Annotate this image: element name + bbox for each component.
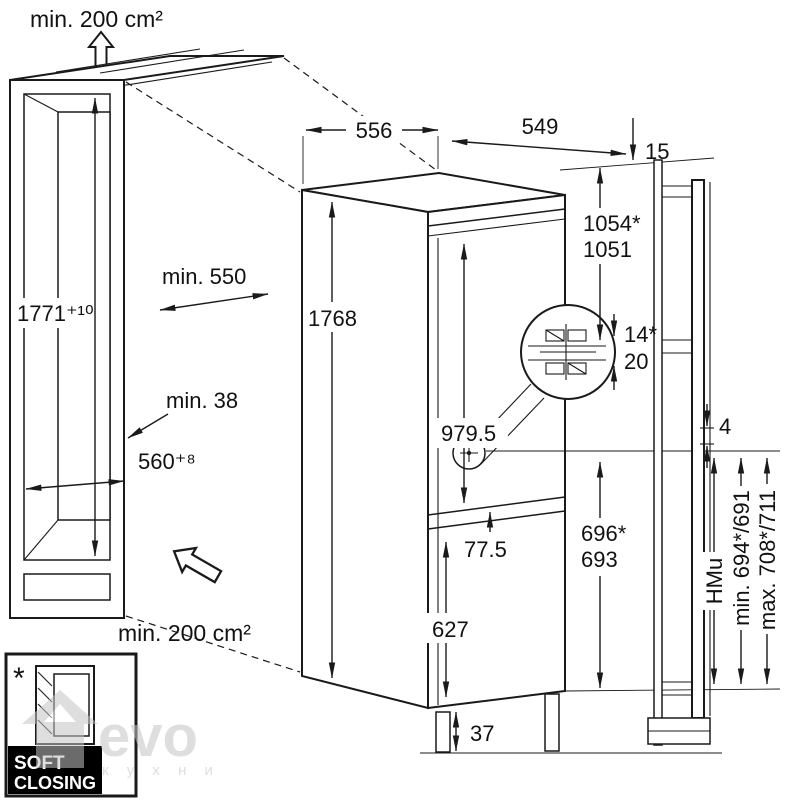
watermark: evo к у х н и: [22, 690, 220, 779]
door-gap-label: 77.5: [464, 537, 507, 562]
legend-asterisk: *: [13, 662, 25, 695]
front-gap-label: min. 38: [166, 388, 238, 413]
panel-min-label: min. 694*/691: [729, 490, 754, 626]
niche-width-label: 560⁺⁸: [138, 449, 196, 474]
base-height-label: 37: [470, 721, 494, 746]
soft-closing-label-line2: CLOSING: [14, 773, 96, 793]
hinge-offset-b-label: 20: [624, 349, 648, 374]
hinge-top-a-label: 1054*: [583, 211, 641, 236]
hinge-offset-a-label: 14*: [624, 322, 657, 347]
hinge-bottom-b-label: 693: [581, 547, 618, 572]
hinge-bottom-a-label: 696*: [581, 521, 627, 546]
niche-height-label: 1771⁺¹⁰: [17, 301, 94, 326]
hinge-top-b-label: 1051: [583, 237, 632, 262]
niche-depth-label: min. 550: [162, 264, 246, 289]
panel-max-label: max. 708*/711: [755, 490, 780, 630]
watermark-brand: evo: [98, 704, 198, 769]
watermark-house-icon: [22, 690, 98, 768]
depth-top-label: 556: [356, 118, 393, 143]
upper-door-label: 979.5: [441, 421, 496, 446]
watermark-sub: к у х н и: [102, 762, 220, 779]
lower-door-label: 627: [432, 617, 469, 642]
depth-door-label: 549: [522, 114, 559, 139]
top-clearance-label: 15: [645, 139, 669, 164]
top-vent-label: min. 200 cm²: [30, 6, 163, 32]
appliance-height-label: 1768: [308, 306, 357, 331]
hmu-label: HMu: [702, 558, 727, 604]
label-backgrounds: [13, 116, 780, 643]
door-panel-drawing: [486, 157, 781, 746]
panel-gap-label: 4: [719, 414, 731, 439]
bottom-vent-label: min. 200 cm²: [118, 620, 251, 646]
airflow-bottom-arrow-icon: [172, 546, 223, 584]
